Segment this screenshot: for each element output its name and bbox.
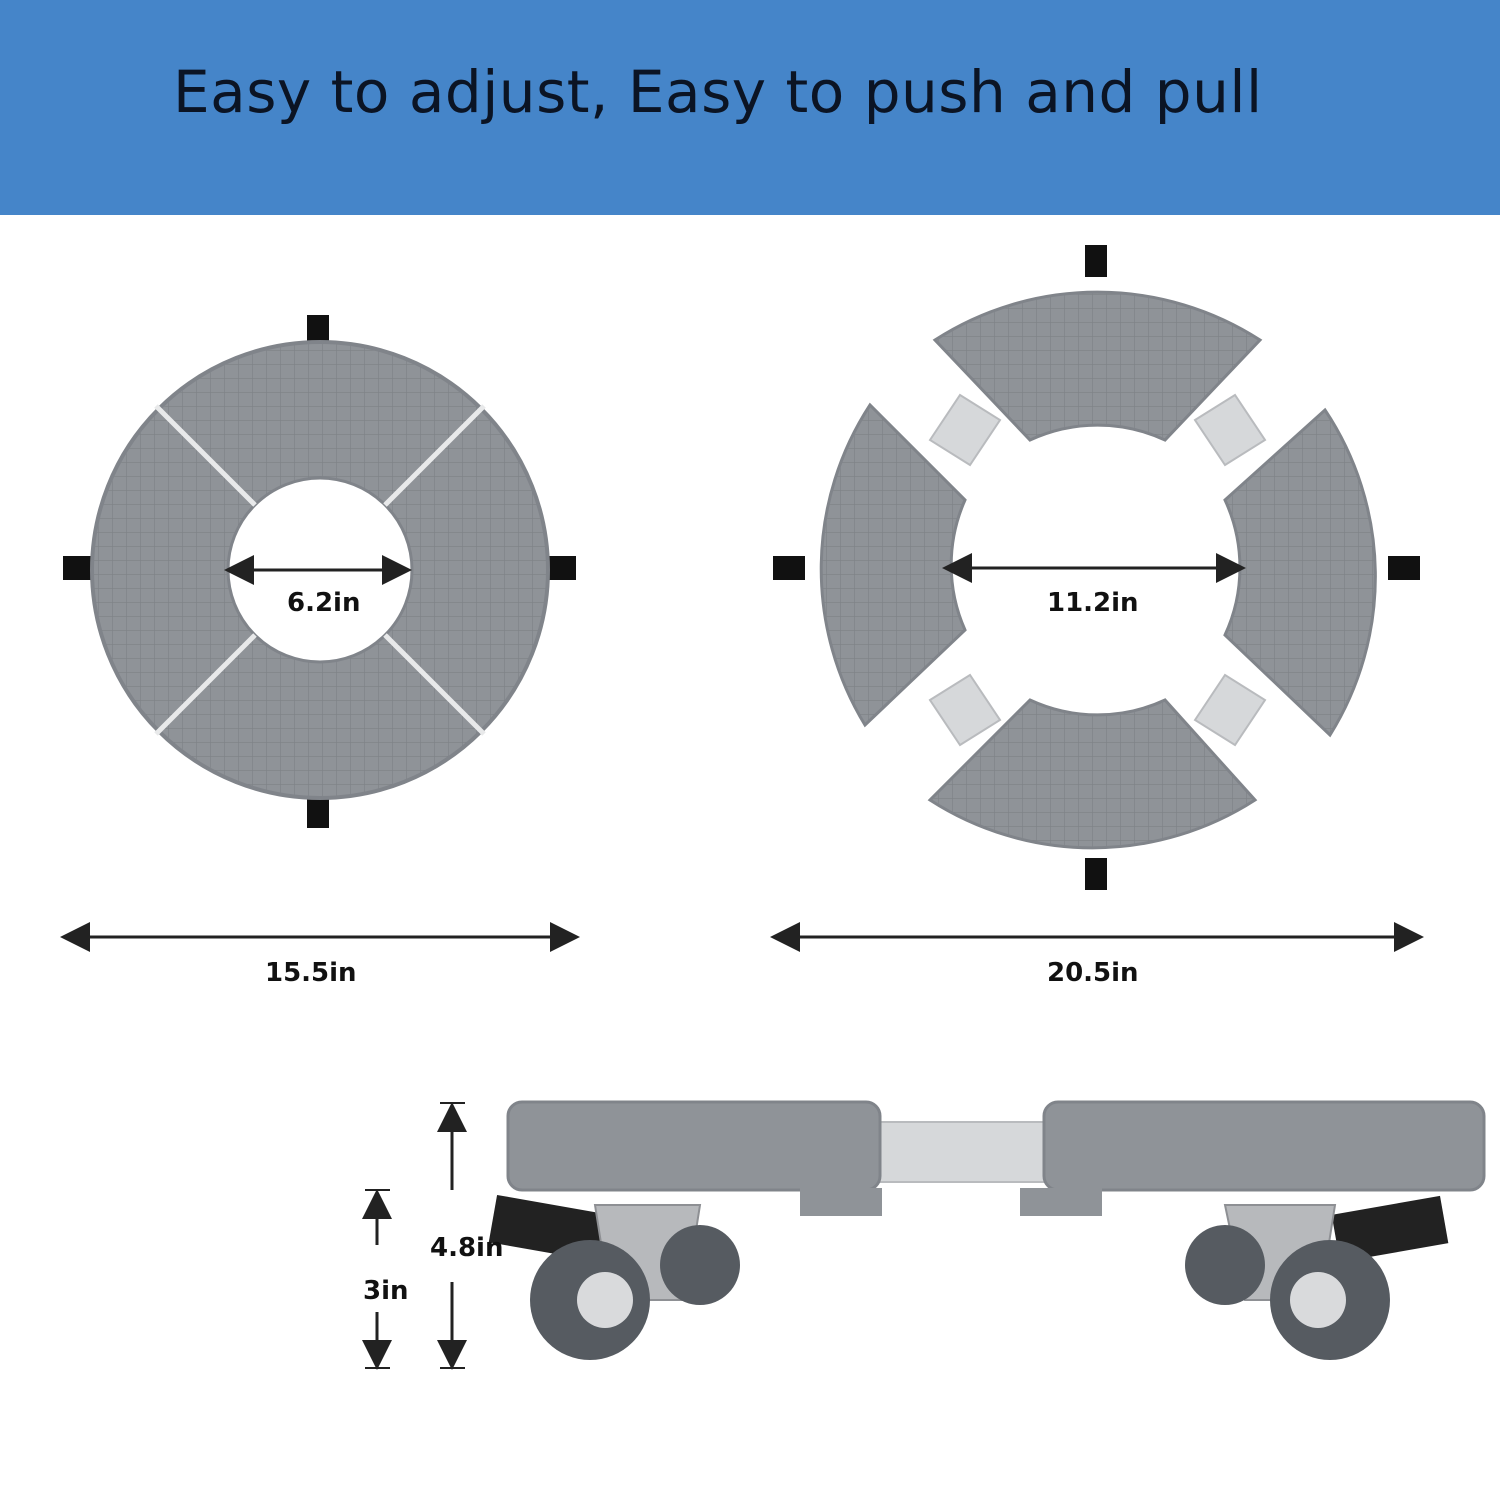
expanded-ring-stand xyxy=(773,245,1420,890)
inner-closed-label: 6.2in xyxy=(287,588,361,618)
wheel-height-label: 3in xyxy=(363,1276,409,1306)
header-banner: Easy to adjust, Easy to push and pull xyxy=(0,0,1500,215)
sector-right xyxy=(1223,407,1377,738)
side-view-stand xyxy=(488,1100,1486,1360)
inner-open-label: 11.2in xyxy=(1047,588,1139,618)
caster-lock-left xyxy=(63,556,93,580)
closed-ring-stand xyxy=(63,315,576,828)
total-height-label: 4.8in xyxy=(430,1233,504,1263)
caster-lock-top xyxy=(307,315,329,345)
sector-top xyxy=(932,290,1263,442)
outer-open-label: 20.5in xyxy=(1047,958,1139,988)
caster-lock-bottom xyxy=(307,798,329,828)
caster-lock-right xyxy=(546,556,576,580)
side-bar xyxy=(877,1121,1049,1183)
sector-left xyxy=(819,402,967,728)
banner-title: Easy to adjust, Easy to push and pull xyxy=(173,58,1263,126)
sector-bottom xyxy=(927,698,1258,850)
outer-closed-label: 15.5in xyxy=(265,958,357,988)
